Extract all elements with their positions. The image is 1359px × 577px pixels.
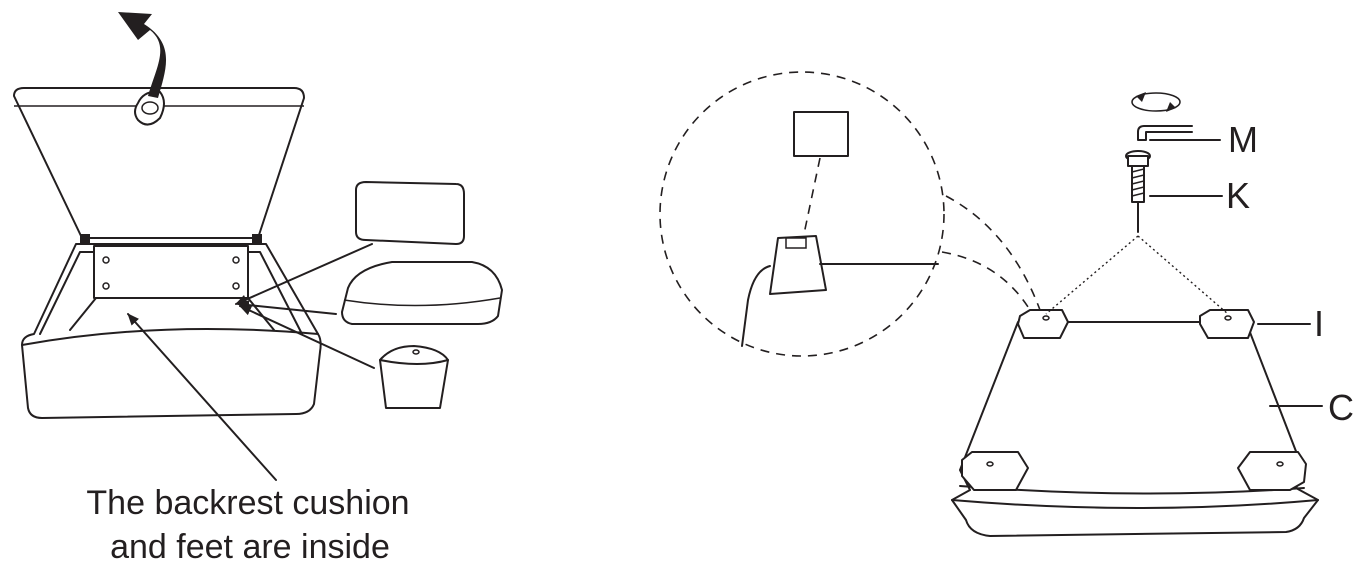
leg-back-right [1200, 310, 1254, 338]
detail-callout [660, 72, 1040, 356]
loose-foot-top [380, 346, 448, 364]
seat-cushion [342, 262, 502, 324]
label-c: C [1328, 387, 1354, 428]
label-k: K [1226, 175, 1250, 216]
bolt [1126, 151, 1150, 232]
label-m: M [1228, 119, 1258, 160]
frame-underside [952, 236, 1318, 536]
label-i: I [1314, 303, 1324, 344]
caption-line-2: and feet are inside [110, 528, 390, 566]
backrest-cushion [356, 182, 464, 244]
leg-front-right [1238, 452, 1306, 490]
leg-back-left [1018, 310, 1068, 338]
leg-front-left [962, 452, 1028, 490]
open-lid-arrow-icon [118, 12, 166, 98]
detail-square-plate [794, 112, 848, 156]
loose-foot [380, 360, 448, 408]
allen-key [1138, 126, 1192, 140]
detail-leg [770, 236, 826, 294]
caption-line-1: The backrest cushion [86, 484, 409, 522]
rotate-icon [1132, 92, 1180, 112]
inner-back-board [94, 246, 248, 298]
